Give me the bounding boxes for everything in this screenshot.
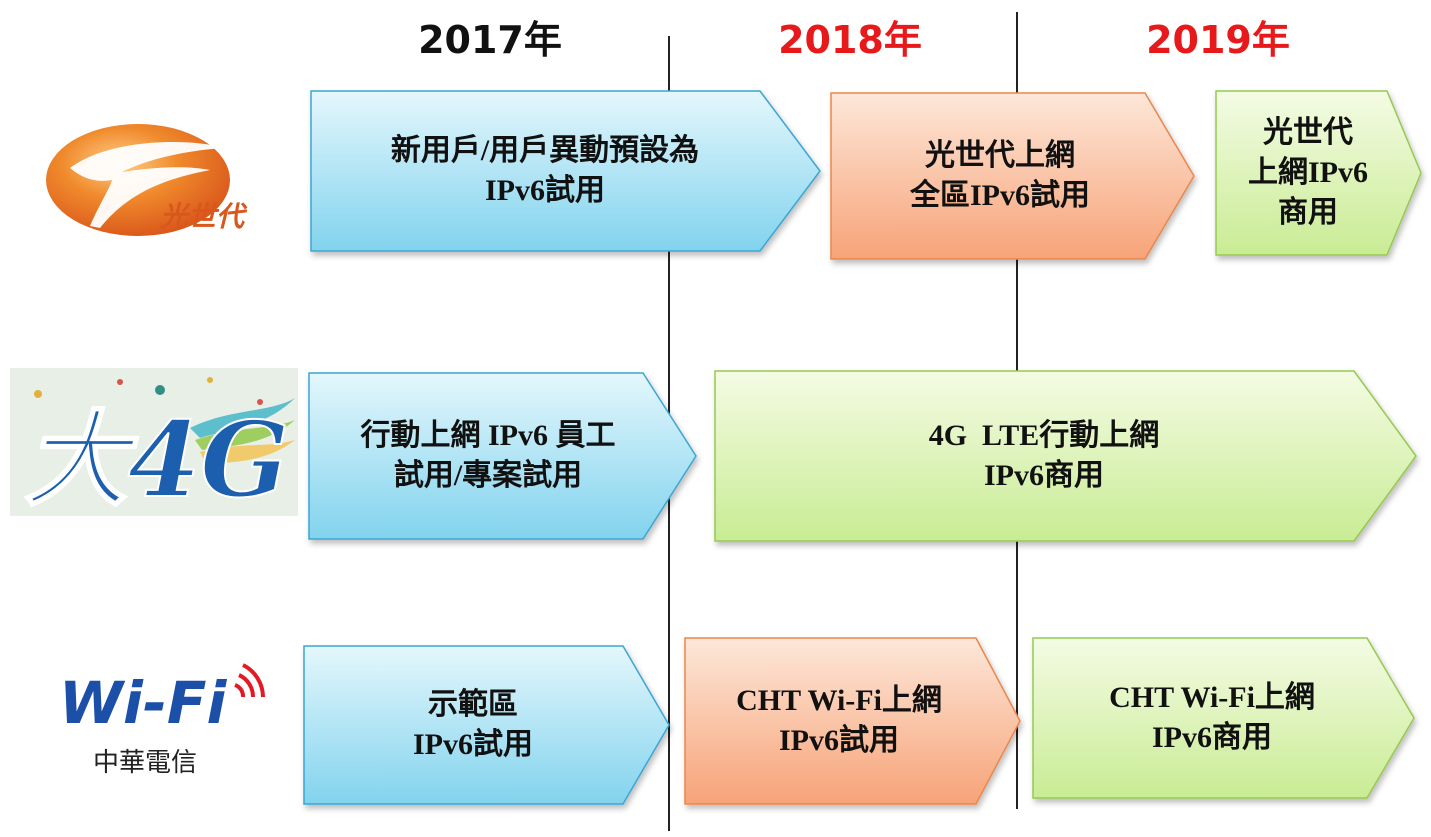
mobile-commercial-arrow: 4G LTE行動上網 IPv6商用	[714, 370, 1418, 542]
mobile-trial-line2: 試用/專案試用	[393, 459, 583, 492]
wifi-trial-arrow: CHT Wi-Fi上網 IPv6試用	[684, 637, 1022, 805]
mobile-commercial-line1: 4G LTE行動上網	[928, 419, 1160, 452]
arrow-shape	[308, 372, 697, 540]
fiber-nationwide-line2: 全區IPv6試用	[910, 179, 1090, 212]
fiber-trial-line2: IPv6試用	[485, 174, 605, 207]
fiber-nationwide-arrow: 光世代上網 全區IPv6試用	[830, 92, 1196, 260]
arrow-shape	[830, 92, 1195, 260]
fiber-nationwide-line1: 光世代上網	[925, 139, 1075, 172]
arrow-shape	[684, 637, 1021, 805]
year-2019-label: 2019年	[1146, 18, 1290, 62]
mobile-4g-logo: 大4G	[10, 368, 298, 522]
wifi-trial-line1: CHT Wi-Fi上網	[736, 684, 942, 717]
fiber-trial-line1: 新用戶/用戶異動預設為	[390, 134, 700, 167]
wifi-logo-subtext: 中華電信	[93, 748, 197, 778]
arrow-shape	[1032, 637, 1415, 799]
arrow-shape	[310, 90, 821, 252]
wifi-commercial-line2: IPv6商用	[1152, 721, 1272, 754]
arrow-shape	[714, 370, 1417, 542]
fiber-logo-text: 光世代	[159, 200, 248, 233]
wifi-trial-line2: IPv6試用	[779, 724, 899, 757]
wifi-logo-icon: Wi-Fi 中華電信	[59, 663, 265, 778]
wifi-commercial-arrow: CHT Wi-Fi上網 IPv6商用	[1032, 637, 1416, 799]
year-2018-label: 2018年	[778, 18, 922, 62]
mobile-trial-line1: 行動上網 IPv6 員工	[360, 419, 616, 452]
wifi-logo-text: Wi-Fi	[59, 669, 228, 737]
year-2017-label: 2017年	[418, 18, 562, 62]
fiber-trial-arrow: 新用戶/用戶異動預設為 IPv6試用	[310, 90, 822, 252]
fiber-commercial-arrow: 光世代 上網IPv6 商用	[1215, 90, 1423, 256]
wifi-demo-line1: 示範區	[428, 688, 518, 721]
arrow-shape	[1215, 90, 1422, 256]
fiber-commercial-line3: 商用	[1278, 196, 1338, 229]
fiber-swoosh-icon: 光世代	[46, 124, 248, 236]
fiber-logo: 光世代	[40, 108, 290, 248]
4g-logo-icon: 大4G	[10, 368, 298, 522]
wifi-commercial-line1: CHT Wi-Fi上網	[1109, 681, 1315, 714]
wifi-demo-arrow: 示範區 IPv6試用	[303, 645, 671, 805]
fiber-commercial-line2: 上網IPv6	[1248, 156, 1368, 189]
mobile-trial-arrow: 行動上網 IPv6 員工 試用/專案試用	[308, 372, 698, 540]
mobile-commercial-line2: IPv6商用	[984, 459, 1104, 492]
wifi-demo-line2: IPv6試用	[413, 728, 533, 761]
wifi-logo: Wi-Fi 中華電信	[55, 655, 275, 785]
fiber-commercial-line1: 光世代	[1263, 116, 1353, 149]
arrow-shape	[303, 645, 670, 805]
4g-logo-text: 大4G	[24, 398, 289, 516]
